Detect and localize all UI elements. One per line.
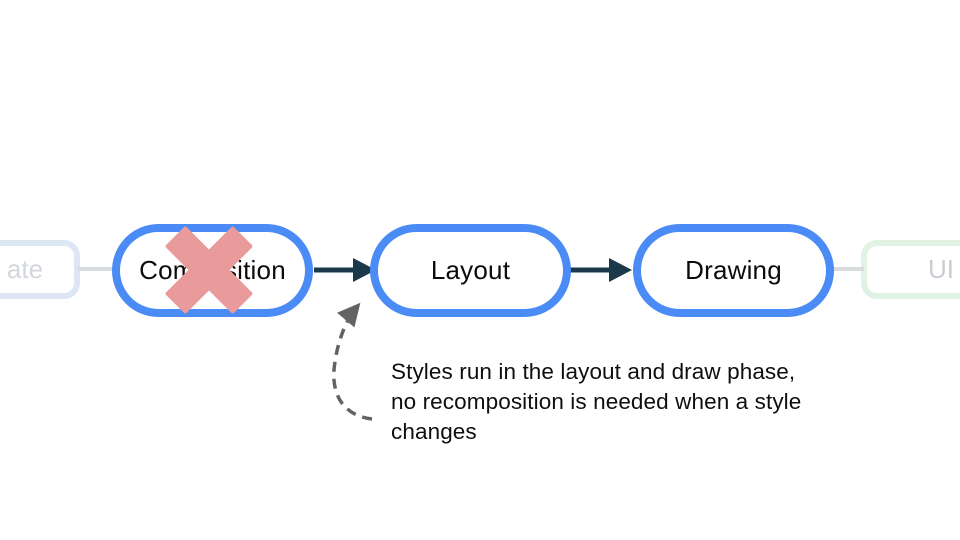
node-layout-label: Layout [430, 255, 511, 285]
arrow-composition-to-layout-icon [314, 258, 376, 282]
dashed-curved-arrow-icon [332, 302, 373, 421]
node-composition: Composition [112, 224, 313, 317]
annotation-line-2: no recomposition is needed when a style [391, 389, 802, 414]
node-composition-label: Composition [139, 255, 286, 285]
node-ui-faded: UI [861, 240, 960, 299]
node-state-label: ate [6, 254, 44, 284]
node-layout: Layout [370, 224, 571, 317]
node-state-faded: ate [0, 240, 80, 299]
node-drawing: Drawing [633, 224, 834, 317]
arrow-layout-to-drawing-icon [570, 258, 632, 282]
annotation-text: Styles run in the layout and draw phase,… [391, 357, 801, 447]
node-ui-label: UI [928, 254, 954, 284]
annotation-line-3: changes [391, 419, 477, 444]
annotation-line-1: Styles run in the layout and draw phase, [391, 359, 796, 384]
node-drawing-label: Drawing [685, 255, 782, 285]
